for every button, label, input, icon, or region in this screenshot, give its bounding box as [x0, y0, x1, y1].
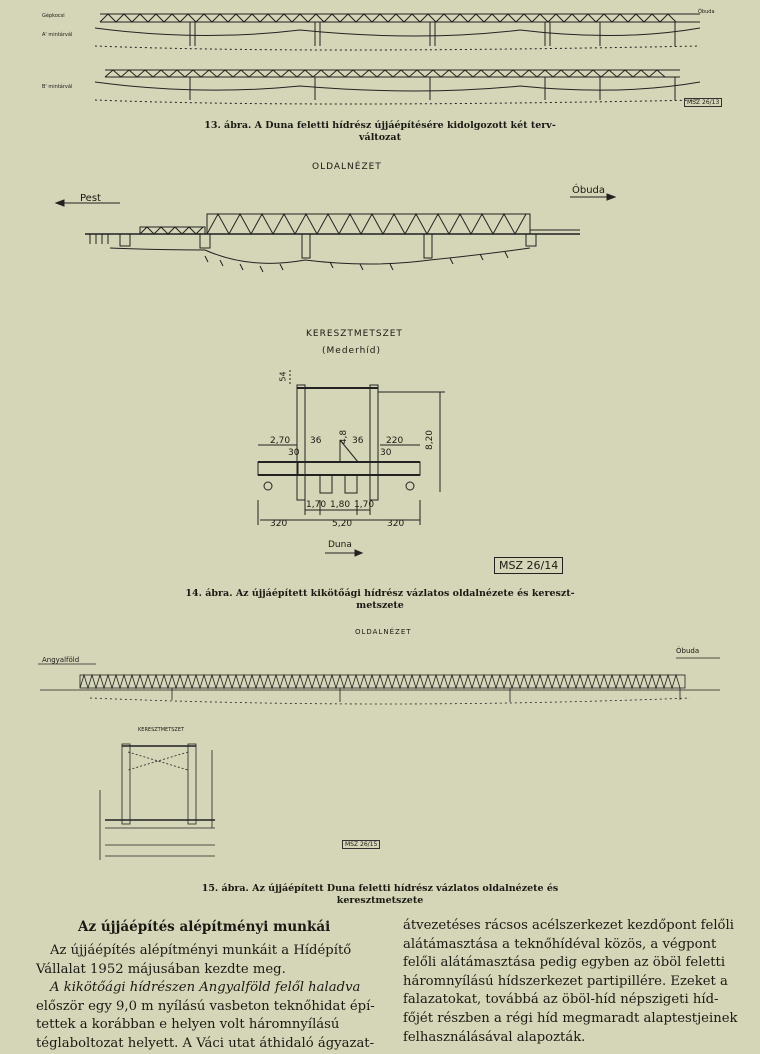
right-line-4: háromnyílású hídszerkezet partipillére. …	[403, 973, 728, 989]
fig14-dim-320a: 320	[270, 519, 288, 529]
fig15-left-label: Angyalföld	[42, 656, 80, 664]
fig14-dim-270: 2,70	[270, 436, 291, 446]
right-line-7: felhasználásával alapozták.	[403, 1029, 586, 1045]
right-line-6: főjét részben a régi híd megmaradt alapt…	[403, 1010, 738, 1026]
fig14-flow-label: Duna	[328, 540, 352, 550]
fig15-drawing	[38, 657, 720, 860]
fig14-cross-section-drawing	[257, 370, 445, 557]
fig13-caption-line2: változat	[359, 132, 401, 143]
article-right-column: átvezetéses rácsos acélszerkezet kezdőpo…	[403, 917, 753, 1047]
fig14-msz: MSZ 26/14	[494, 557, 564, 574]
fig13-caption: 13. ábra. A Duna feletti hídrész újjáépí…	[150, 120, 610, 144]
fig15-cross-section-title: KERESZTMETSZET	[138, 727, 185, 733]
fig14-dim-36a: 36	[310, 436, 322, 446]
left-line-4: először egy 9,0 m nyílású vasbeton teknő…	[36, 998, 375, 1014]
fig13-caption-line1: 13. ábra. A Duna feletti hídrész újjáépí…	[204, 120, 556, 131]
fig14-dim-170b: 1,70	[354, 500, 375, 510]
fig13-label-b: B' mintárvál	[42, 84, 73, 90]
fig14-dim-520: 5,20	[332, 519, 353, 529]
fig14-caption-line2: metszete	[356, 600, 404, 611]
fig15-right-label: Óbuda	[676, 647, 700, 655]
fig14-side-view-drawing	[54, 193, 617, 273]
right-line-3: felőli alátámasztása pedig egyben az öbö…	[403, 955, 726, 971]
fig14-right-label: Óbuda	[572, 185, 606, 196]
fig14-dim-170a: 1,70	[306, 500, 327, 510]
fig13-right-label: Óbuda	[698, 9, 715, 15]
fig15-caption-line2: keresztmetszete	[336, 895, 424, 906]
fig14-dim-220: 220	[386, 436, 404, 446]
right-line-5: falazatokat, továbbá az öböl-híd népszig…	[403, 992, 719, 1008]
left-line-6: téglaboltozat helyett. A Váci utat áthid…	[36, 1035, 375, 1051]
article-heading: Az újjáépítés alépítményi munkái	[78, 919, 331, 935]
fig14-dim-320b: 320	[387, 519, 405, 529]
fig14-caption: 14. ábra. Az újjáépített kikötőági hídré…	[140, 588, 620, 612]
fig13-label-a: A' mintárvál	[42, 32, 73, 38]
fig14-dim-180: 1,80	[330, 500, 351, 510]
fig13-drawing	[94, 13, 701, 105]
fig15-caption: 15. ábra. Az újjáépített Duna feletti hí…	[160, 883, 600, 907]
fig13-label-top: Gépkocsi	[42, 13, 65, 19]
right-line-1: átvezetéses rácsos acélszerkezet kezdőpo…	[403, 918, 734, 933]
fig14-dim-30b: 30	[380, 448, 392, 458]
fig14-left-label: Pest	[80, 193, 101, 204]
fig14-caption-line1: 14. ábra. Az újjáépített kikötőági hídré…	[185, 588, 575, 599]
left-line-2: Vállalat 1952 májusában kezdte meg.	[36, 961, 286, 977]
fig14-cross-section-title: KERESZTMETSZET	[306, 329, 403, 339]
fig14-cross-section-subtitle: (Mederhíd)	[322, 346, 382, 356]
left-line-1: Az újjáépítés alépítményi munkáit a Hídé…	[50, 943, 352, 958]
right-line-2: alátámasztása a teknőhídéval közös, a vé…	[403, 936, 717, 952]
left-line-3: A kikötőági hídrészen Angyalföld felől h…	[50, 980, 361, 996]
fig14-dim-36b: 36	[352, 436, 364, 446]
fig15-msz: MSZ 26/15	[342, 840, 381, 849]
left-line-5: tettek a korábban e helyen volt háromnyí…	[36, 1017, 340, 1033]
fig15-caption-line1: 15. ábra. Az újjáépített Duna feletti hí…	[201, 883, 559, 894]
fig13-msz: MSZ 26/13	[684, 98, 723, 107]
fig14-side-view-title: OLDALNÉZET	[312, 162, 382, 172]
fig14-dim-30a: 30	[288, 448, 300, 458]
article-left-column: Az újjáépítés alépítményi munkáit a Hídé…	[36, 942, 392, 1054]
fig15-side-view-title: OLDALNÉZET	[355, 628, 412, 636]
